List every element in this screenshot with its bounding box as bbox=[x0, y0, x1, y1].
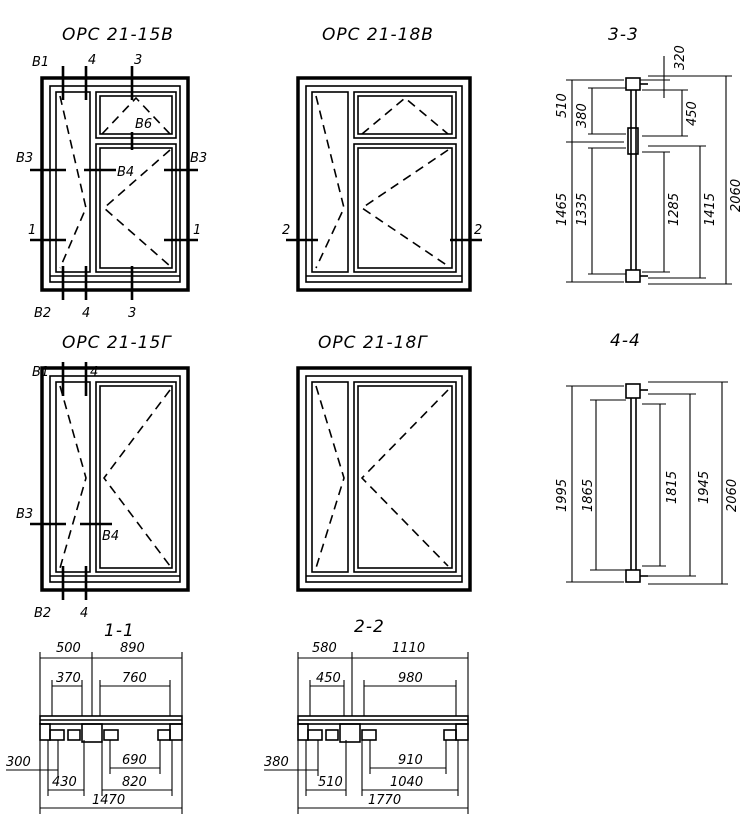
dim-320: 320 bbox=[673, 45, 688, 70]
window-ors-21-15g bbox=[30, 362, 190, 600]
title-ors-21-15v: ОРС 21-15В bbox=[62, 25, 174, 45]
dim-1285: 1285 bbox=[667, 193, 682, 226]
dim-1470: 1470 bbox=[92, 793, 125, 808]
marker-b2: В2 bbox=[34, 306, 51, 321]
marker-2-left: 2 bbox=[282, 223, 290, 238]
window-ors-21-18v bbox=[286, 76, 482, 292]
dim-2060-top: 2060 bbox=[729, 179, 744, 212]
window-ors-21-18g bbox=[296, 366, 472, 592]
dim-580: 580 bbox=[312, 641, 337, 656]
section-4-4 bbox=[566, 381, 728, 585]
marker-2-right: 2 bbox=[474, 223, 482, 238]
dim-2060-lower: 2060 bbox=[725, 479, 740, 512]
marker-b3-lower: В3 bbox=[16, 507, 33, 522]
marker-b4-lower: В4 bbox=[102, 529, 119, 544]
dim-1465: 1465 bbox=[555, 193, 570, 226]
dim-1945: 1945 bbox=[697, 471, 712, 504]
title-section-1-1: 1-1 bbox=[104, 621, 135, 641]
marker-b2-lower: В2 bbox=[34, 606, 51, 621]
dim-1995: 1995 bbox=[555, 479, 570, 512]
marker-4-bottom: 4 bbox=[82, 306, 90, 321]
marker-1-right: 1 bbox=[193, 223, 201, 238]
dim-450: 450 bbox=[685, 101, 700, 126]
dim-1040: 1040 bbox=[390, 775, 423, 790]
title-section-3-3: 3-3 bbox=[608, 25, 639, 45]
marker-b3-right: В3 bbox=[190, 151, 207, 166]
title-ors-21-18v: ОРС 21-18В bbox=[322, 25, 434, 45]
marker-4-lower-top: 4 bbox=[90, 365, 98, 380]
dim-380: 380 bbox=[575, 103, 590, 128]
dim-430: 430 bbox=[52, 775, 77, 790]
dim-980: 980 bbox=[398, 671, 423, 686]
dim-1110: 1110 bbox=[392, 641, 425, 656]
title-section-4-4: 4-4 bbox=[610, 331, 641, 351]
window-ors-21-15v bbox=[30, 66, 198, 300]
dim-380-s22: 380 bbox=[264, 755, 289, 770]
marker-1-left: 1 bbox=[28, 223, 36, 238]
dim-1415: 1415 bbox=[703, 193, 718, 226]
dim-820: 820 bbox=[122, 775, 147, 790]
marker-4-top: 4 bbox=[88, 53, 96, 68]
section-2-2 bbox=[264, 652, 469, 814]
title-section-2-2: 2-2 bbox=[354, 617, 385, 637]
dim-510-s22: 510 bbox=[318, 775, 343, 790]
dim-760: 760 bbox=[122, 671, 147, 686]
marker-3-top: 3 bbox=[134, 53, 142, 68]
dim-1865: 1865 bbox=[581, 479, 596, 512]
marker-b6: В6 bbox=[135, 117, 152, 132]
dim-500: 500 bbox=[56, 641, 81, 656]
dim-370: 370 bbox=[56, 671, 81, 686]
title-ors-21-15g: ОРС 21-15Г bbox=[62, 333, 172, 353]
title-ors-21-18g: ОРС 21-18Г bbox=[318, 333, 428, 353]
dim-450-s22: 450 bbox=[316, 671, 341, 686]
dim-1815: 1815 bbox=[665, 471, 680, 504]
marker-4-lower-bottom: 4 bbox=[80, 606, 88, 621]
dim-910: 910 bbox=[398, 753, 423, 768]
marker-b1-lower: В1 bbox=[32, 365, 49, 380]
marker-3-bottom: 3 bbox=[128, 306, 136, 321]
marker-b1: В1 bbox=[32, 55, 49, 70]
marker-b4: В4 bbox=[117, 165, 134, 180]
dim-890: 890 bbox=[120, 641, 145, 656]
dim-1770: 1770 bbox=[368, 793, 401, 808]
dim-1335: 1335 bbox=[575, 193, 590, 226]
dim-690: 690 bbox=[122, 753, 147, 768]
section-3-3 bbox=[566, 56, 732, 285]
dim-510: 510 bbox=[555, 93, 570, 118]
dim-300: 300 bbox=[6, 755, 31, 770]
marker-b3-left: В3 bbox=[16, 151, 33, 166]
section-1-1 bbox=[6, 652, 183, 814]
